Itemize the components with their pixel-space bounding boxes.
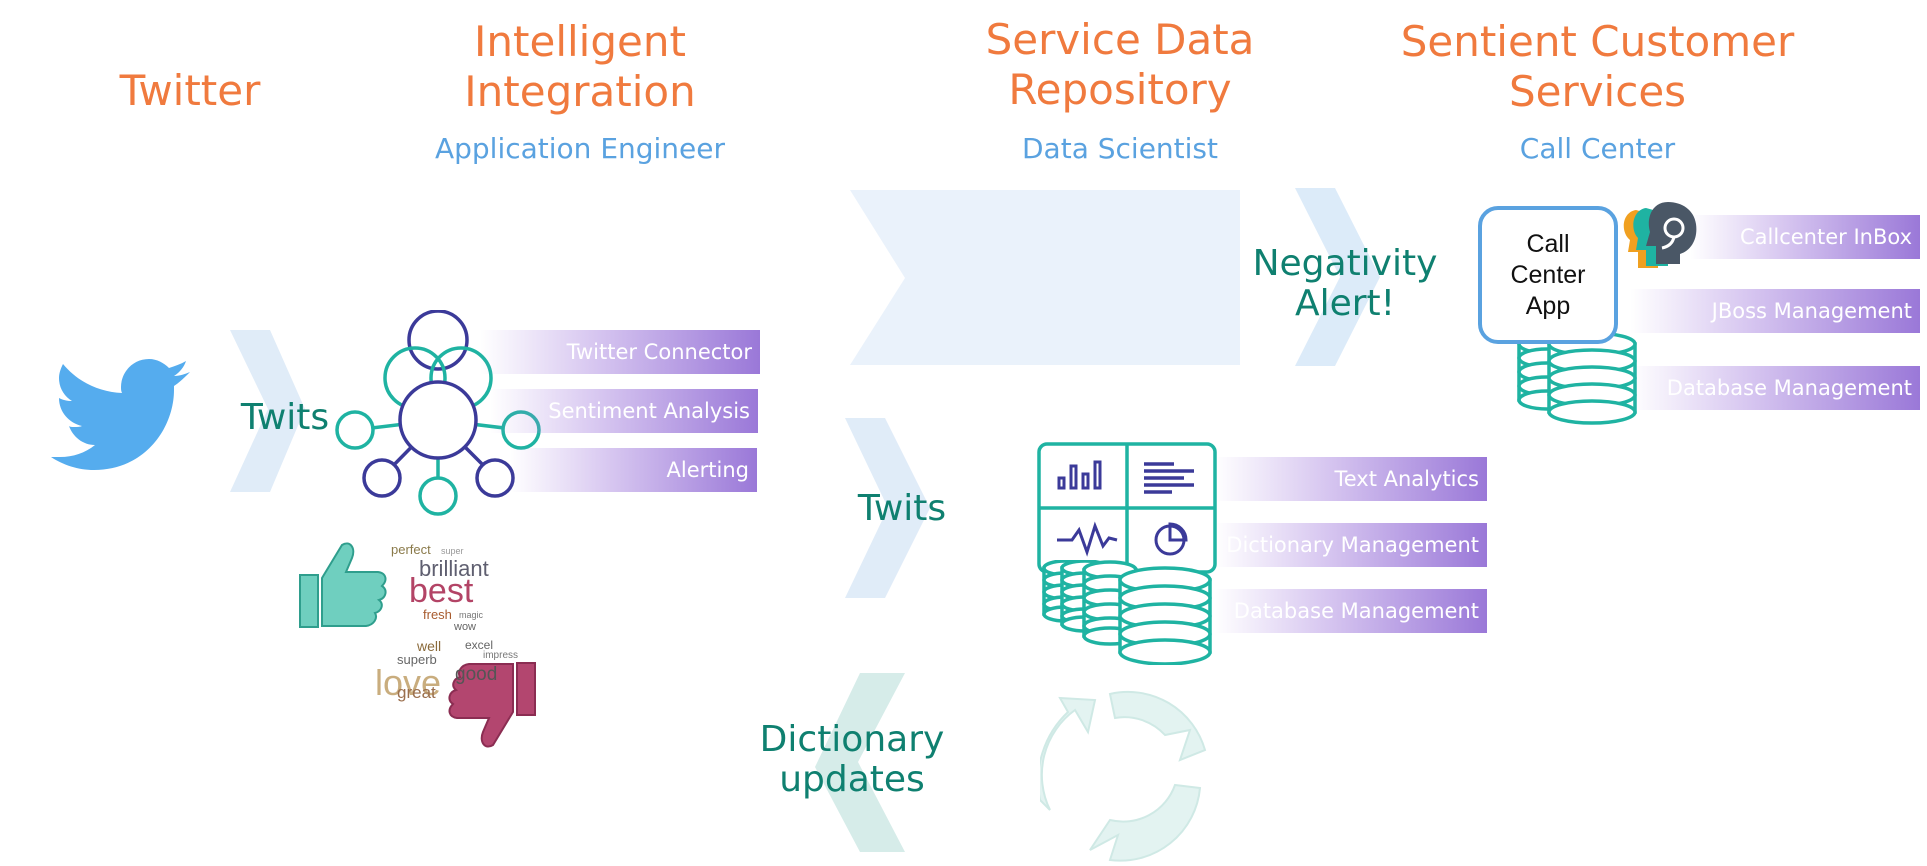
bar-database-management-repo: Database Management [1215,589,1487,633]
bar-database-management-callcenter: Database Management [1630,366,1920,410]
role-application-engineer: Application Engineer [434,132,726,165]
call-center-app-box: Call Center App [1478,206,1618,344]
word-wow: wow [454,621,477,633]
bar-twitter-connector: Twitter Connector [480,330,760,374]
bar-alerting: Alerting [510,448,757,492]
bar-sentiment-analysis: Sentiment Analysis [490,389,758,433]
word-perfect: perfect [391,542,431,557]
word-super: super [441,546,464,556]
headset-agent-icon [1623,202,1697,268]
bar-callcenter-inbox: Callcenter InBox [1690,215,1920,259]
word-fresh: fresh [423,607,452,622]
alert-chevron [1295,188,1380,366]
word-cloud: perfect super brilliant best fresh magic… [355,540,535,710]
twits-left-chevron [230,330,305,492]
header-twitter: Twitter [119,66,261,115]
bar-chart-icon [1057,460,1102,490]
word-good: good [455,664,498,685]
database-stack-icon [1042,560,1212,665]
flow-label-dictionary-updates: Dictionary updates [759,719,945,800]
pie-chart-icon [1154,522,1188,556]
word-well: well [417,638,442,654]
flow-label-twits-mid: Twits [857,488,947,529]
header-service-data-repository: Service Data Repository [985,15,1255,114]
header-intelligent-integration: Intelligent Integration [464,17,696,116]
call-center-database-icon [1517,331,1637,425]
alert-arrow-band [850,190,1240,365]
word-superb: superb [397,652,437,667]
pulse-line-icon [1057,521,1118,557]
flow-label-negativity-alert: Negativity Alert! [1252,243,1438,324]
bar-dictionary-management: Dictionary Management [1215,523,1487,567]
thumbs-down-icon [448,662,536,748]
analytics-dashboard-icon [1037,442,1217,574]
word-great: great [397,683,436,702]
bar-text-analytics: Text Analytics [1215,457,1487,501]
word-impress: impress [483,650,519,661]
word-brilliant: brilliant [419,556,489,581]
flow-label-twits-left: Twits [240,397,330,438]
thumbs-up-icon [299,542,387,628]
word-excel: excel [465,638,494,652]
role-data-scientist: Data Scientist [1022,132,1218,165]
word-magic: magic [459,610,484,620]
word-love: love [375,662,442,703]
twits-mid-chevron [845,418,930,598]
twitter-bird-icon [51,359,190,470]
role-call-center: Call Center [1519,132,1676,165]
dictionary-chevron [815,673,905,852]
recycle-arrows-icon [1040,690,1207,862]
word-best: best [409,572,474,610]
header-sentient-customer-services: Sentient Customer Services [1400,17,1795,116]
text-lines-icon [1144,462,1194,494]
bar-jboss-management: JBoss Management [1630,289,1920,333]
